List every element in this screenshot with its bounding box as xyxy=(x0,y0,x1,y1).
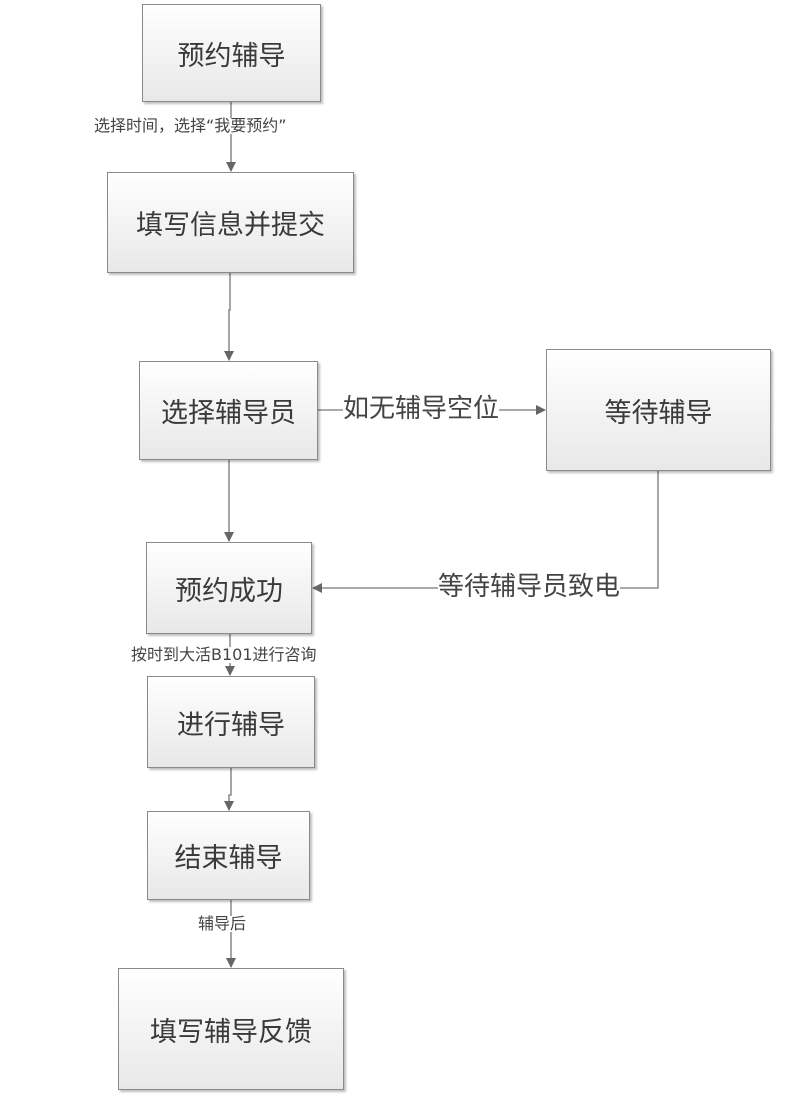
node-label: 进行辅导 xyxy=(177,709,285,741)
node-book: 预约辅导 xyxy=(142,4,321,102)
node-fill-info: 填写信息并提交 xyxy=(107,172,354,273)
edge-label-go-to-room: 按时到大活B101进行咨询 xyxy=(131,645,317,664)
edge-label-wait-call: 等待辅导员致电 xyxy=(438,572,621,602)
edge-label-after: 辅导后 xyxy=(198,914,247,933)
node-label: 等待辅导 xyxy=(604,397,713,429)
node-wait: 等待辅导 xyxy=(546,349,771,471)
node-label: 预约辅导 xyxy=(177,40,286,72)
node-choose-tutor: 选择辅导员 xyxy=(139,361,318,460)
node-label: 填写信息并提交 xyxy=(136,210,325,241)
node-success: 预约成功 xyxy=(146,542,312,634)
node-end: 结束辅导 xyxy=(147,811,310,900)
arrow-fill-to-choose xyxy=(224,273,234,361)
node-label: 填写辅导反馈 xyxy=(150,1016,312,1048)
arrow-wait-to-success xyxy=(312,471,659,593)
node-label: 预约成功 xyxy=(175,575,283,607)
node-label: 结束辅导 xyxy=(174,843,283,874)
arrow-tutoring-to-end xyxy=(224,768,234,811)
node-tutoring: 进行辅导 xyxy=(147,676,315,768)
edge-label-choose-time: 选择时间，选择“我要预约” xyxy=(94,116,287,135)
node-feedback: 填写辅导反馈 xyxy=(118,968,344,1090)
node-label: 选择辅导员 xyxy=(161,398,296,429)
edge-label-no-slot: 如无辅导空位 xyxy=(343,394,500,424)
